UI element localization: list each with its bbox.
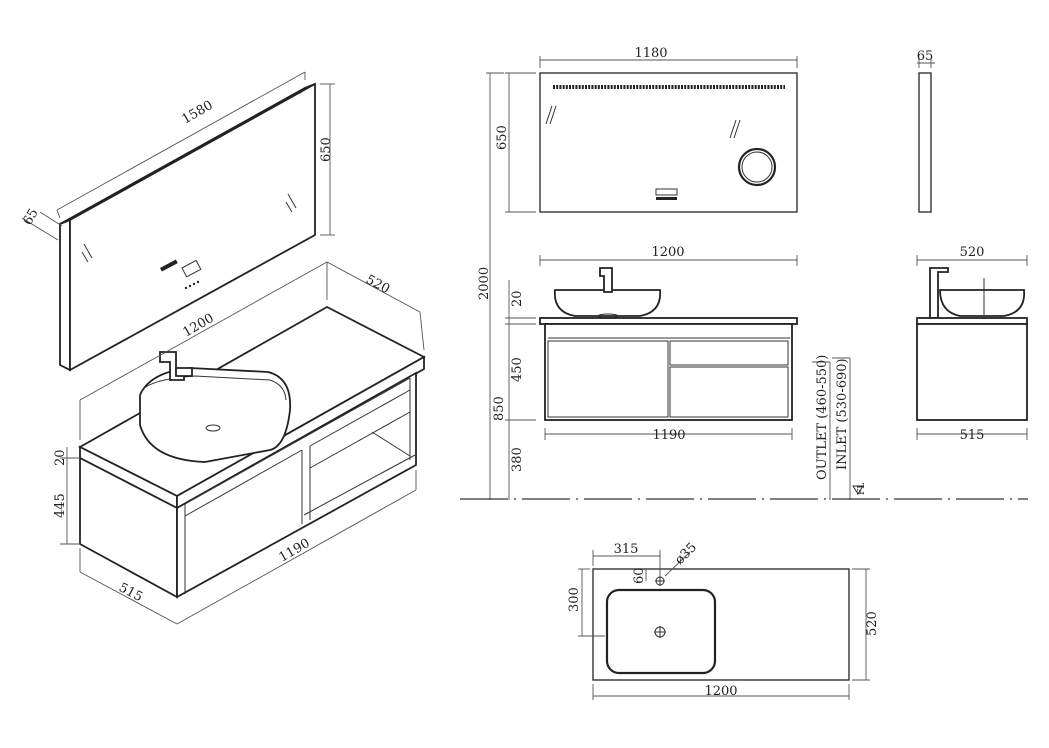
iso-cabinet-depth-bottom: 515: [116, 580, 145, 605]
side-mirror-depth: 65: [917, 49, 934, 64]
front-mirror-height: 650: [495, 125, 510, 150]
plan-countertop: [592, 568, 850, 681]
iso-mirror-depth: 65: [20, 206, 41, 228]
iso-cabinet-height: 445: [53, 493, 68, 518]
inlet-label: INLET (530-690): [835, 358, 850, 470]
makeup-mirror-icon: [737, 147, 777, 187]
front-floor-to-top: 850: [492, 396, 507, 421]
side-mirror: [918, 72, 932, 213]
front-switch-icon: [655, 188, 678, 196]
plan-basin: [605, 588, 717, 675]
front-cabinet-height: 450: [510, 357, 525, 382]
iso-view: [21, 71, 426, 625]
front-view: [460, 56, 1028, 500]
iso-cabinet-width: 1190: [277, 536, 313, 566]
iso-mirror-height: 650: [319, 137, 334, 162]
plan-top-depth: 520: [865, 611, 880, 636]
plan-top-width: 1200: [704, 684, 737, 699]
plan-view: [578, 550, 870, 700]
floor-label: FL: [857, 483, 867, 495]
side-basin: [939, 289, 1026, 317]
side-top-depth: 520: [960, 245, 985, 260]
outlet-label: OUTLET (460-550): [815, 355, 830, 480]
front-top-width: 1200: [651, 245, 684, 260]
side-cabinet-depth: 515: [960, 428, 985, 443]
iso-basin: [139, 351, 291, 463]
front-floor-clearance: 380: [510, 447, 525, 472]
front-top-thickness: 20: [510, 290, 525, 307]
plan-hole-diameter: ø35: [672, 540, 700, 568]
front-cabinet-width: 1190: [652, 428, 685, 443]
iso-cabinet-depth: 520: [363, 272, 392, 297]
front-basin: [553, 289, 662, 317]
front-mirror-width: 1180: [634, 46, 667, 61]
plan-basin-offset: 315: [614, 542, 639, 557]
side-cabinet: [916, 323, 1028, 421]
iso-mirror-width: 1580: [180, 98, 216, 128]
front-faucet: [599, 267, 613, 293]
iso-top-thickness: 20: [53, 449, 68, 466]
side-view: [916, 58, 1028, 440]
plan-hole-offset: 60: [632, 567, 647, 584]
front-total-height: 2000: [477, 267, 492, 300]
iso-top-width: 1200: [181, 311, 217, 341]
plan-basin-depth: 300: [567, 587, 582, 612]
iso-mirror: [59, 82, 316, 372]
front-mirror: [539, 72, 798, 213]
